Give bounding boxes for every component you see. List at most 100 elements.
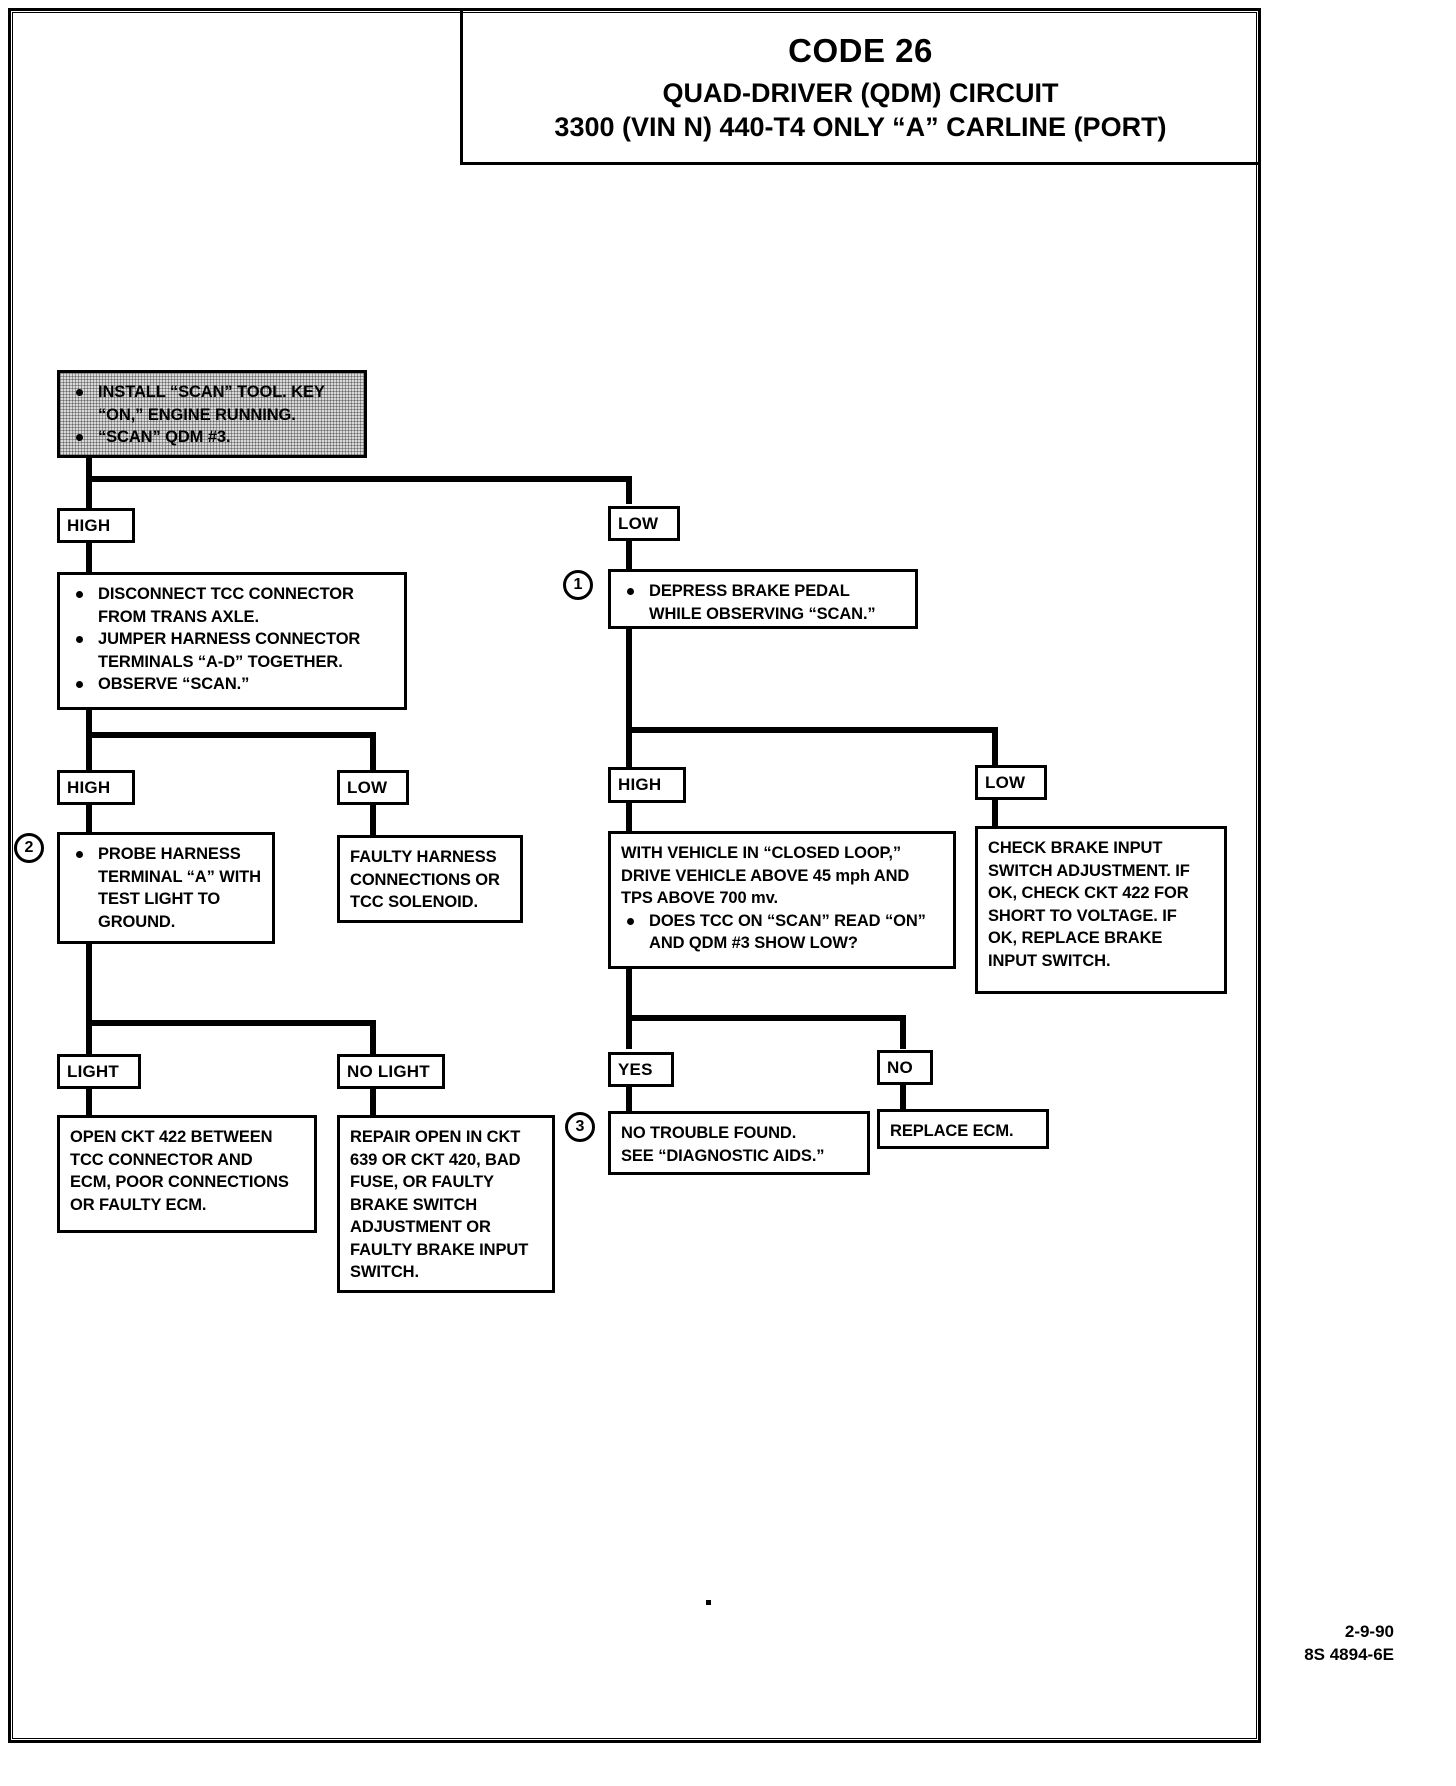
text-line: SHORT TO VOLTAGE. IF (988, 906, 1177, 925)
connector-yes-down (626, 1087, 632, 1111)
text-line: OK, CHECK CKT 422 FOR (988, 884, 1189, 902)
label-low-2: LOW (337, 770, 409, 805)
connector-disconnect-stem (86, 710, 92, 738)
flow-box-depress-brake: DEPRESS BRAKE PEDAL WHILE OBSERVING “SCA… (608, 569, 918, 629)
flow-box-faulty-harness: FAULTY HARNESS CONNECTIONS OR TCC SOLENO… (337, 835, 523, 923)
connector-to-low1 (626, 476, 632, 504)
probe-harness-bullets: PROBE HARNESS TERMINAL “A” WITH TEST LIG… (70, 843, 262, 933)
connector-to-no-light (370, 1020, 376, 1054)
connector-nolight-down (370, 1089, 376, 1115)
connector-lower-right-bar (626, 1015, 906, 1021)
step-number-2: 2 (14, 833, 44, 863)
connector-no-down (900, 1085, 906, 1109)
connector-closedloop-stem (626, 969, 632, 1021)
connector-low1-down (626, 541, 632, 569)
title-subtitle-2: 3300 (VIN N) 440-T4 ONLY “A” CARLINE (PO… (554, 112, 1167, 142)
bullet-item: PROBE HARNESS TERMINAL “A” WITH TEST LIG… (70, 843, 262, 933)
connector-left-split-bar (86, 732, 376, 738)
footer-part-number: 8S 4894-6E (1304, 1645, 1394, 1664)
text-line: SEE “DIAGNOSTIC AIDS.” (621, 1146, 825, 1165)
text-line: WITH VEHICLE IN “CLOSED LOOP,” (621, 844, 901, 862)
text-line: TCC SOLENOID. (350, 893, 478, 911)
step-number-1: 1 (563, 570, 593, 600)
connector-probe-stem (86, 944, 92, 1026)
connector-low2-down (370, 805, 376, 835)
flow-box-repair-open: REPAIR OPEN IN CKT 639 OR CKT 420, BAD F… (337, 1115, 555, 1293)
flow-box-install-scan-tool: INSTALL “SCAN” TOOL. KEY “ON,” ENGINE RU… (57, 370, 367, 458)
text-line: SWITCH ADJUSTMENT. IF (988, 861, 1190, 880)
text-line: REPLACE ECM. (890, 1122, 1014, 1140)
flow-box-check-brake-input: CHECK BRAKE INPUT SWITCH ADJUSTMENT. IF … (975, 826, 1227, 994)
text-line: OR FAULTY ECM. (70, 1195, 207, 1214)
text-line: NO TROUBLE FOUND. (621, 1124, 797, 1142)
text-line: FAULTY BRAKE INPUT (350, 1240, 529, 1259)
label-low-3: LOW (975, 765, 1047, 800)
flow-box-replace-ecm: REPLACE ECM. (877, 1109, 1049, 1149)
connector-depress-stem (626, 629, 632, 733)
connector-to-light (86, 1020, 92, 1054)
label-high-3: HIGH (608, 767, 686, 803)
text-line: SWITCH. (350, 1263, 419, 1281)
text-line: REPAIR OPEN IN CKT (350, 1128, 521, 1146)
label-no: NO (877, 1050, 933, 1085)
connector-to-high2 (86, 732, 92, 770)
title-subtitle-1: QUAD-DRIVER (QDM) CIRCUIT (662, 78, 1059, 108)
connector-lower-left-bar (86, 1020, 376, 1026)
title-block: CODE 26 QUAD-DRIVER (QDM) CIRCUIT 3300 (… (460, 10, 1258, 165)
flow-box-open-ckt-422: OPEN CKT 422 BETWEEN TCC CONNECTOR AND E… (57, 1115, 317, 1233)
text-line: INPUT SWITCH. (988, 951, 1111, 970)
flow-box-closed-loop: WITH VEHICLE IN “CLOSED LOOP,” DRIVE VEH… (608, 831, 956, 969)
flow-box-disconnect-tcc: DISCONNECT TCC CONNECTOR FROM TRANS AXLE… (57, 572, 407, 710)
label-no-light: NO LIGHT (337, 1054, 445, 1089)
connector-to-low2 (370, 732, 376, 770)
text-line: OK, REPLACE BRAKE (988, 929, 1163, 947)
label-light: LIGHT (57, 1054, 141, 1089)
text-line: ECM, POOR CONNECTIONS (70, 1173, 289, 1191)
disconnect-tcc-bullets: DISCONNECT TCC CONNECTOR FROM TRANS AXLE… (70, 583, 394, 696)
bullet-item: DEPRESS BRAKE PEDAL WHILE OBSERVING “SCA… (621, 580, 905, 625)
center-registration-dot (706, 1600, 711, 1605)
footer-date: 2-9-90 (1344, 1622, 1394, 1641)
label-low-1: LOW (608, 506, 680, 541)
footer: 2-9-90 8S 4894-6E (1304, 1620, 1394, 1666)
bullet-item: “SCAN” QDM #3. (70, 426, 354, 449)
text-line: CONNECTIONS OR (350, 870, 500, 889)
depress-brake-bullets: DEPRESS BRAKE PEDAL WHILE OBSERVING “SCA… (621, 580, 905, 625)
connector-high2-down (86, 805, 92, 832)
install-scan-bullets: INSTALL “SCAN” TOOL. KEY “ON,” ENGINE RU… (70, 381, 354, 449)
text-line: TPS ABOVE 700 mv. (621, 889, 778, 907)
bullet-item: JUMPER HARNESS CONNECTOR TERMINALS “A-D”… (70, 628, 394, 673)
text-line: CHECK BRAKE INPUT (988, 839, 1163, 857)
text-line: BRAKE SWITCH (350, 1195, 478, 1214)
label-yes: YES (608, 1052, 674, 1087)
text-line: DRIVE VEHICLE ABOVE 45 mph AND (621, 866, 910, 885)
connector-high1-down (86, 543, 92, 572)
connector-high3-down (626, 803, 632, 831)
connector-to-no (900, 1015, 906, 1049)
step-number-3: 3 (565, 1112, 595, 1142)
bullet-item: DOES TCC ON “SCAN” READ “ON” AND QDM #3 … (621, 910, 943, 955)
text-line: OPEN CKT 422 BETWEEN (70, 1128, 273, 1146)
closed-loop-bullets: DOES TCC ON “SCAN” READ “ON” AND QDM #3 … (621, 910, 943, 955)
text-line: ADJUSTMENT OR (350, 1218, 491, 1236)
connector-start-stem (86, 458, 92, 482)
page-inner-border (12, 12, 1257, 1739)
connector-to-yes (626, 1015, 632, 1049)
text-line: FAULTY HARNESS (350, 848, 497, 866)
connector-to-low3 (992, 727, 998, 765)
connector-start-split (86, 476, 632, 482)
connector-light-down (86, 1089, 92, 1115)
connector-low3-down (992, 800, 998, 826)
connector-to-high1 (86, 476, 92, 508)
label-high-1: HIGH (57, 508, 135, 543)
text-line: TCC CONNECTOR AND (70, 1150, 253, 1169)
bullet-item: INSTALL “SCAN” TOOL. KEY “ON,” ENGINE RU… (70, 381, 354, 426)
connector-right-split-bar (626, 727, 998, 733)
flow-box-probe-harness: PROBE HARNESS TERMINAL “A” WITH TEST LIG… (57, 832, 275, 944)
page-outer-border (8, 8, 1261, 1743)
page-title: CODE 26 (788, 32, 933, 69)
flow-box-no-trouble-found: NO TROUBLE FOUND. SEE “DIAGNOSTIC AIDS.” (608, 1111, 870, 1175)
connector-to-high3 (626, 727, 632, 767)
label-high-2: HIGH (57, 770, 135, 805)
